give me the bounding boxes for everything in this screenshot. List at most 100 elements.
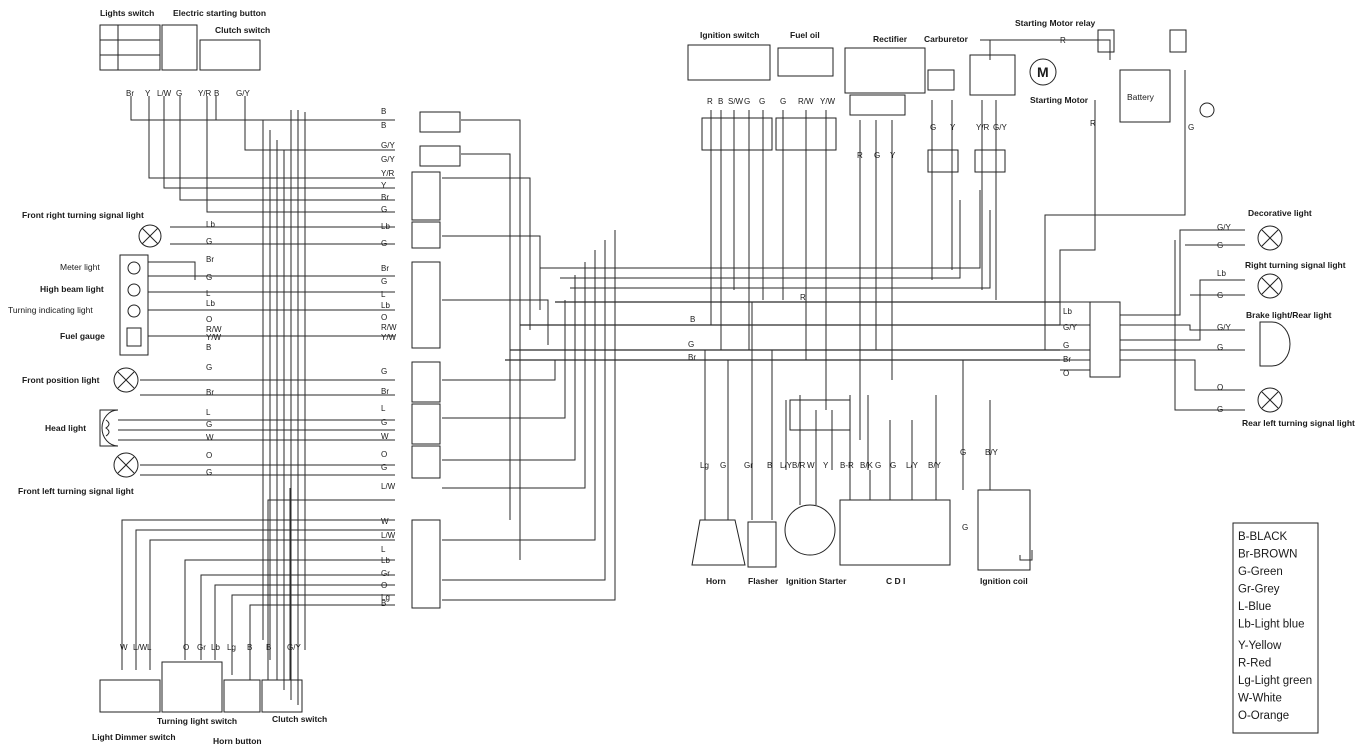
front-right-turning-label: Front right turning signal light (22, 210, 144, 220)
wire-code-connector_col: G (381, 367, 387, 376)
legend-entry: L-Blue (1238, 601, 1271, 613)
wire-code-left_feed: O (206, 451, 212, 460)
turning-light-switch-box (161, 661, 223, 713)
horn-button-label: Horn button (213, 736, 262, 746)
wire-code-lower_mid: G (890, 461, 896, 470)
color-legend: B-BLACKBr-BROWNG-GreenGr-GreyL-BlueLb-Li… (1238, 531, 1312, 722)
wire-code-fuel: G (780, 97, 786, 106)
wire-code-lower_mid: Lg (700, 461, 709, 470)
wire-code-connector_col: L (381, 404, 386, 413)
right-connector-block (1089, 301, 1121, 378)
wire-code-ignition: S/W (728, 97, 744, 106)
fuel-gauge-icon (126, 327, 142, 347)
wire-code-battery_r: R (1090, 119, 1096, 128)
wire-code-connector_col: O (381, 450, 387, 459)
wire-code-left_feed: Lb (206, 299, 215, 308)
ignition-coil-box (977, 489, 1031, 571)
wire-code-mid_bus: G (688, 340, 694, 349)
wire-code-connector_col: G/Y (381, 141, 395, 150)
wire-code-connector_col: B (381, 107, 386, 116)
wire-code-left_feed: L (206, 289, 211, 298)
wire-code-mid_bus: R (800, 293, 806, 302)
wire-code-lower_col: L/W (381, 531, 396, 540)
wire-code-connector_col: Br (381, 264, 389, 273)
wire-code-connector_col: Lb (381, 301, 390, 310)
high-beam-light-label: High beam light (40, 284, 104, 294)
wire-code-bottom: Lg (227, 643, 236, 652)
lamp-icon-meter (127, 261, 141, 275)
wire-code-connector_col: O (381, 313, 387, 322)
wire-code-lower_mid: Gr (744, 461, 753, 470)
wire-code-connector_col: L (381, 290, 386, 299)
wire-code-top_left: L/W (157, 89, 172, 98)
wire-code-right_side: G (1217, 405, 1223, 414)
wire-code-connector_col: Y/W (381, 333, 397, 342)
turning-light-switch-label: Turning light switch (157, 716, 237, 726)
wire-code-lower_col: Lb (381, 556, 390, 565)
connector-block-7 (411, 519, 441, 609)
wire-code-left_feed: R/W (206, 325, 222, 334)
ignition-switch-box (687, 44, 771, 81)
wire-code-lower_mid: L/Y (780, 461, 793, 470)
wire-code-connector_col: B (381, 121, 386, 130)
turning-indicating-light-label: Turning indicating light (8, 305, 93, 315)
wire-code-lower_mid: G (960, 448, 966, 457)
wire-code-left_feed: O (206, 315, 212, 324)
wire-code-top_left: Y (145, 89, 151, 98)
wire-code-left_feed: G (206, 420, 212, 429)
clutch-switch-bottom-label: Clutch switch (272, 714, 327, 724)
clutch-switch-top-label: Clutch switch (215, 25, 270, 35)
clutch-switch-bottom-box (261, 679, 303, 713)
lamp-icon-rear-left (1257, 387, 1283, 413)
wire-code-connector_col: G/Y (381, 155, 395, 164)
legend-entry: R-Red (1238, 658, 1271, 670)
wire-code-bottom: B (247, 643, 252, 652)
wire-code-relay: Y/R (976, 123, 990, 132)
connector-block-2 (411, 221, 441, 249)
wire-code-connector_col: R/W (381, 323, 397, 332)
wire-code-rectifier: R (857, 151, 863, 160)
wire-code-right_side: G (1217, 291, 1223, 300)
rectifier-lower-block (849, 94, 906, 116)
wire-code-left_feed: Br (206, 255, 214, 264)
wire-code-right_conn: G/Y (1063, 323, 1077, 332)
fuel-lower-block (775, 117, 837, 151)
wire-code-lower_col: L (381, 545, 386, 554)
cdi-label: C D I (886, 576, 905, 586)
starting-motor-icon (1029, 58, 1057, 86)
wire-code-right_side: G (1217, 343, 1223, 352)
electric-starting-button-box (161, 24, 198, 71)
wire-code-connector_col: W (381, 432, 389, 441)
wire-code-left_feed: W (206, 433, 214, 442)
wire-code-ignition: R (707, 97, 713, 106)
ignition-starter-icon (784, 504, 836, 556)
fuel-gauge-label: Fuel gauge (60, 331, 105, 341)
wire-code-fuel: Y/W (820, 97, 836, 106)
component-shapes (99, 24, 1319, 734)
legend-entry: Br-BROWN (1238, 549, 1297, 561)
relay-symbol-label: M (1037, 64, 1049, 80)
wire-code-lower_mid: B/Y (928, 461, 942, 470)
carburetor-box (927, 69, 955, 91)
connector-block-5 (411, 403, 441, 445)
horn-label: Horn (706, 576, 726, 586)
wire-code-top_left: B (214, 89, 219, 98)
wire-code-bottom: L (147, 643, 152, 652)
wire-code-top_left: G (176, 89, 182, 98)
wire-code-left_feed: Lb (206, 220, 215, 229)
lights-switch-label: Lights switch (100, 8, 154, 18)
battery-label: Battery (1127, 92, 1155, 102)
cdi-box (839, 499, 951, 566)
lamp-icon-turning-indicator (127, 304, 141, 318)
wire-code-bottom: W (120, 643, 128, 652)
brake-rear-light-label: Brake light/Rear light (1246, 310, 1332, 320)
electric-starting-button-label: Electric starting button (173, 8, 266, 18)
wire-code-rectifier: Y (890, 151, 896, 160)
wire-code-left_feed: G (206, 363, 212, 372)
wire-code-lower_mid: W (807, 461, 815, 470)
wire-code-ignition: G (744, 97, 750, 106)
fuse-left (1097, 29, 1115, 53)
wire-code-connector_col: Y (381, 181, 387, 190)
lamp-icon-front-right (138, 224, 162, 248)
